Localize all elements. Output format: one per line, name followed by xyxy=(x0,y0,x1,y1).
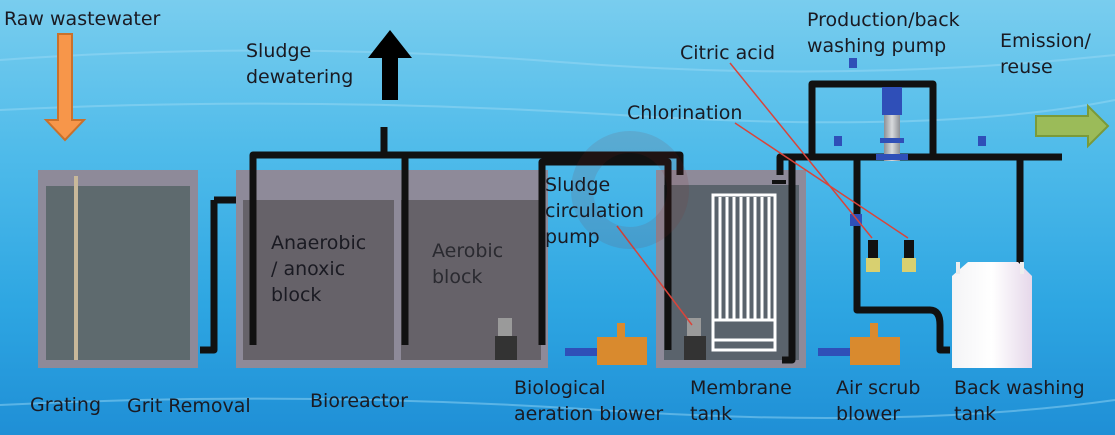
background-waves xyxy=(0,49,1115,419)
membrane-module xyxy=(711,193,777,352)
inflow-arrow xyxy=(43,33,87,142)
label-aerobic-block: Aerobic block xyxy=(432,240,504,288)
label-chlorination: Chlorination xyxy=(627,102,743,124)
label-grating: Grating xyxy=(30,394,102,416)
pipes xyxy=(200,80,1062,364)
dosing-pumps xyxy=(866,240,916,272)
label-anaerobic-block: Anaerobic / anoxic block xyxy=(271,232,367,306)
label-back-washing-tank: Back washing tank xyxy=(954,377,1085,425)
label-air-scrub-blower: Air scrub blower xyxy=(836,377,921,425)
blowers xyxy=(565,323,900,365)
callout-lines xyxy=(616,62,909,326)
grating-tank xyxy=(38,170,198,368)
label-raw-wastewater: Raw wastewater xyxy=(4,8,161,30)
submersible-pumps xyxy=(495,318,706,360)
label-biological-blower: Biological aeration blower xyxy=(514,377,664,425)
outflow-arrow xyxy=(1035,103,1110,149)
label-citric-acid: Citric acid xyxy=(680,42,775,64)
sludge-out-arrow xyxy=(368,30,412,100)
label-bioreactor: Bioreactor xyxy=(310,390,408,412)
production-pump xyxy=(876,87,908,161)
label-sludge-circulation-pump: Sludge circulation pump xyxy=(545,174,644,248)
back-washing-tank xyxy=(952,262,1032,368)
watermark xyxy=(571,131,689,249)
label-grit-removal: Grit Removal xyxy=(127,395,251,417)
membrane-tank xyxy=(656,170,806,368)
label-sludge-dewatering: Sludge dewatering xyxy=(246,40,354,88)
label-membrane-tank: Membrane tank xyxy=(690,377,792,425)
label-production-pump: Production/back washing pump xyxy=(807,9,960,57)
label-emission-reuse: Emission/ reuse xyxy=(1000,30,1091,78)
bioreactor-tank xyxy=(236,170,548,368)
